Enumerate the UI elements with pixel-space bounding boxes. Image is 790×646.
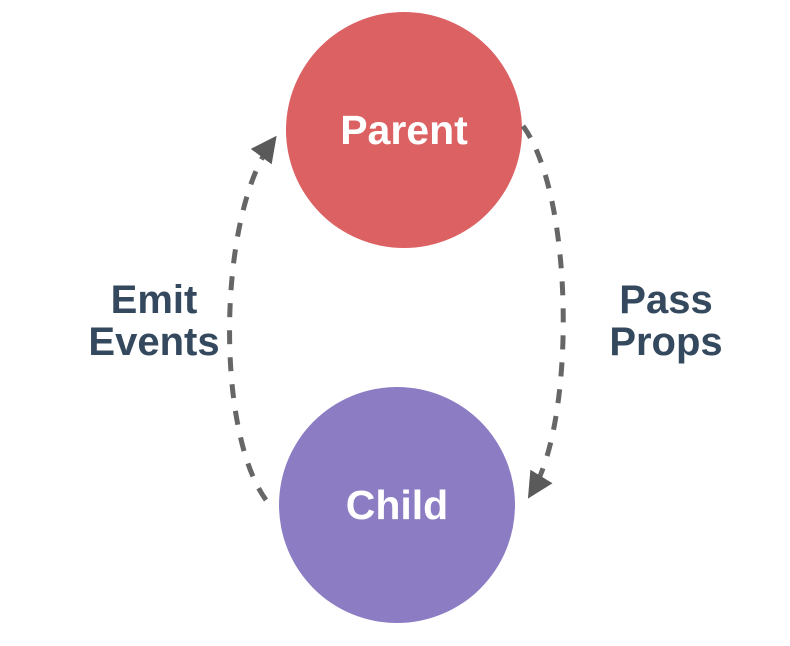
emit-events-label-line1: Emit — [111, 278, 198, 322]
edge-pass-props-arrow — [520, 124, 566, 499]
child-node-label: Child — [346, 482, 448, 528]
child-node — [279, 387, 515, 623]
pass-props-label-line1: Pass — [619, 278, 712, 322]
parent-node — [286, 12, 522, 248]
pass-props-label-line2: Props — [609, 320, 722, 364]
edge-emit-events-arrow — [227, 135, 277, 502]
emit-events-label-line2: Events — [88, 320, 219, 364]
parent-node-label: Parent — [340, 107, 468, 153]
